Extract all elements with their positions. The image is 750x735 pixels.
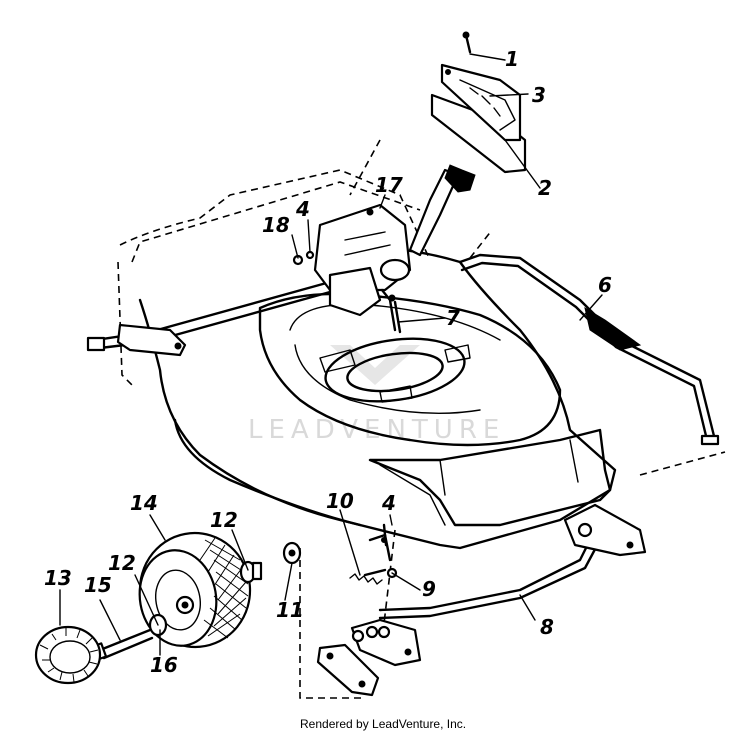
- front-axle: [316, 503, 647, 697]
- callout-1: 1: [505, 47, 519, 71]
- callout-4-upper: 4: [295, 197, 310, 221]
- phantom-outline: [117, 139, 726, 699]
- callout-8: 8: [540, 615, 554, 639]
- watermark: LEADVENTURE: [248, 345, 505, 445]
- hub-cap: [34, 625, 102, 685]
- callout-14: 14: [130, 491, 158, 515]
- lever-plates: [430, 31, 527, 174]
- callout-17: 17: [375, 173, 403, 197]
- wheel-tread: [199, 537, 249, 639]
- callout-13: 13: [44, 566, 72, 590]
- callout-4-lower: 4: [381, 491, 396, 515]
- wheel: [138, 531, 252, 649]
- mower-deck: [138, 246, 617, 550]
- spring-assembly: [349, 523, 398, 585]
- callout-18: 18: [262, 213, 290, 237]
- rear-axle: [86, 280, 332, 357]
- adjuster-lever: [408, 164, 476, 257]
- callout-2: 2: [538, 176, 552, 200]
- callout-7: 7: [446, 306, 460, 330]
- callout-6: 6: [598, 273, 612, 297]
- callout-15: 15: [84, 573, 112, 597]
- height-adjuster: [292, 203, 412, 334]
- leader-lines: [59, 53, 603, 656]
- wheel-hardware: [34, 541, 302, 685]
- callout-12-lower: 12: [108, 551, 136, 575]
- callout-3: 3: [532, 83, 546, 107]
- callouts: 1 2 3 4 4 6 7 8 9 10 11 12 12 13 14 15 1…: [44, 47, 612, 677]
- handle-bracket-rod: [458, 253, 720, 446]
- footer-credit: Rendered by LeadVenture, Inc.: [300, 717, 466, 731]
- callout-12-upper: 12: [210, 508, 238, 532]
- callout-9: 9: [422, 577, 436, 601]
- callout-16: 16: [150, 653, 178, 677]
- callout-10: 10: [326, 489, 354, 513]
- watermark-text: LEADVENTURE: [248, 415, 505, 445]
- callout-11: 11: [276, 598, 304, 622]
